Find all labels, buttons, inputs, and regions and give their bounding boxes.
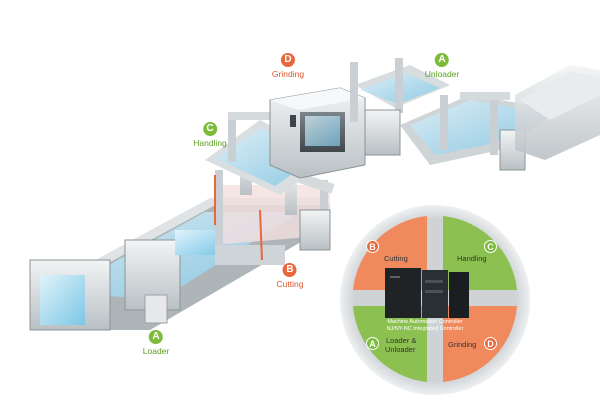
wheel-label-handling: Handling [457,254,487,263]
label-unloader: Unloader [424,69,460,79]
badge-loader: A [149,330,163,344]
callout-handling: C Handling [193,122,227,148]
callout-loader: A Loader [143,330,169,356]
badge-grinding: D [280,53,295,67]
label-handling: Handling [193,138,227,148]
callout-unloader: A Unloader [424,53,460,79]
wheel-badge-grinding: D [484,337,497,350]
label-grinding: Grinding [271,69,305,79]
grinding-machine [269,87,366,179]
callout-grinding: D Grinding [272,53,304,79]
callout-cutting: B Cutting [276,263,304,289]
badge-cutting: B [283,263,297,277]
wheel-label-loader-unloader-line2: Unloader [385,345,416,354]
label-loader: Loader [142,346,170,356]
wheel-badge-cutting: B [366,240,379,253]
wheel-badge-loader-unloader: A [366,337,379,350]
badge-handling: C [203,122,217,136]
wheel-label-grinding: Grinding [448,340,477,349]
wheel-label-loader-unloader-line1: Loader & [386,336,417,345]
badge-unloader: A [435,53,449,67]
conveyor-right [350,58,600,171]
control-wheel [340,205,530,395]
wheel-label-cutting: Cutting [384,254,408,263]
wheel-badge-handling: C [484,240,497,253]
controller-name-line1: Machine Automation Controller [387,319,463,325]
controller-name-line2: NJ/NY-NC Integrated Controller [386,326,464,332]
label-cutting: Cutting [276,279,304,289]
